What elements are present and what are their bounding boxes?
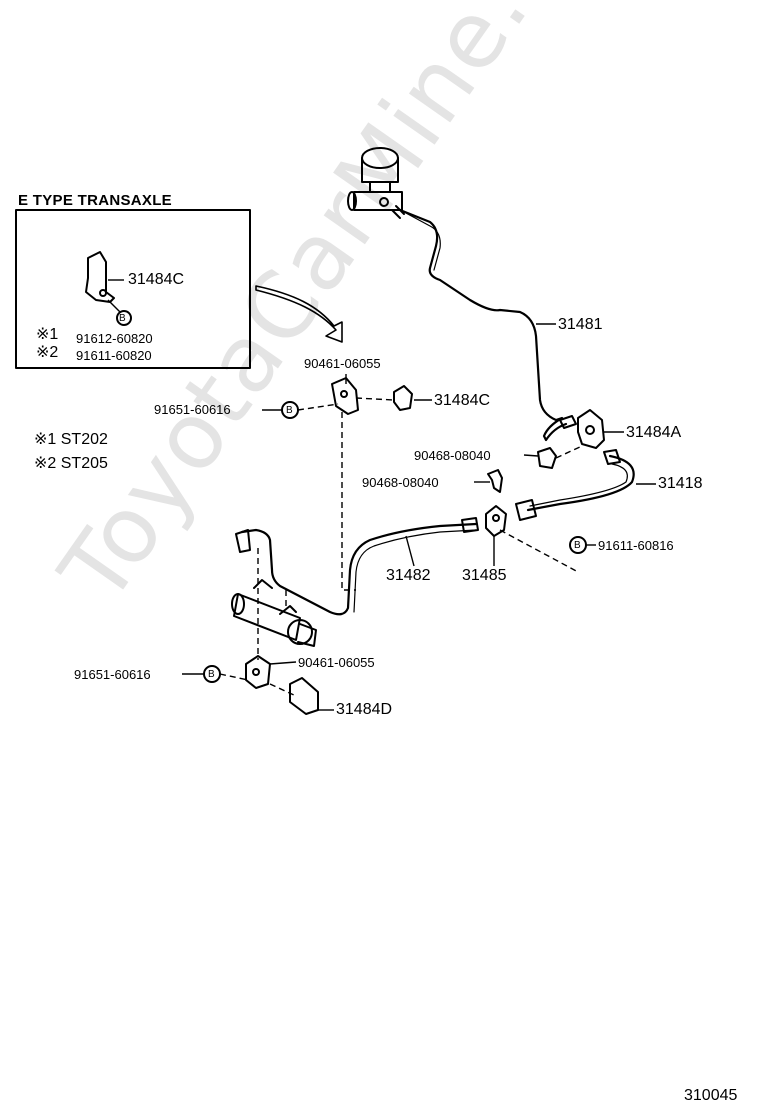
label-bolt-upper: 91651-60616 — [154, 402, 231, 417]
label-31481: 31481 — [558, 316, 603, 333]
legend-note1: ※1 ST202 — [34, 431, 108, 448]
label-clip-lower: 90461-06055 — [298, 655, 375, 670]
inset-note1-part: 91612-60820 — [76, 331, 153, 346]
dash-lower-bolt — [219, 673, 297, 697]
label-31484c: 31484C — [434, 392, 491, 409]
label-bolt-right: 91611-60816 — [598, 538, 674, 553]
fitting-31481-end — [559, 415, 577, 429]
tube-31482 — [240, 522, 478, 616]
inset-note1-mark: ※1 — [36, 326, 59, 343]
clip-90468-a — [537, 447, 557, 469]
legend-note2: ※2 ST205 — [34, 455, 108, 472]
label-clip-upper: 90461-06055 — [304, 356, 381, 371]
leader-clip-lower — [269, 661, 297, 665]
label-clip-b: 90468-08040 — [362, 475, 439, 490]
release-cylinder — [231, 579, 317, 647]
master-cylinder — [347, 147, 403, 211]
inset-bolt-symbol: B — [119, 313, 126, 324]
label-31484a: 31484A — [626, 424, 682, 441]
clip-90468-b — [487, 469, 503, 493]
hose-31418 — [526, 454, 635, 512]
label-31418: 31418 — [658, 475, 703, 492]
bracket-31485 — [485, 505, 507, 537]
leader-inset-bolt — [107, 299, 121, 313]
tube-31481 — [398, 208, 568, 442]
label-31482: 31482 — [386, 567, 431, 584]
fitting-upper — [391, 205, 405, 219]
clip-90461-lower — [245, 655, 271, 689]
leader-31482 — [405, 535, 415, 567]
leader-clip-a — [523, 454, 539, 457]
bolt-symbol-right: B — [574, 540, 581, 551]
fitting-left — [235, 529, 251, 553]
inset-frame — [15, 209, 251, 369]
label-clip-a: 90468-08040 — [414, 448, 491, 463]
dash-31485 — [499, 529, 579, 573]
inset-arrow — [255, 285, 343, 343]
bracket-31484d — [289, 677, 319, 715]
dash-clip-a — [555, 445, 583, 459]
hose-end-lower — [515, 499, 537, 521]
dash-upper-vertical — [341, 412, 356, 591]
inset-bracket — [85, 251, 115, 303]
inset-part-31484c: 31484C — [128, 271, 185, 288]
bracket-31484a — [577, 409, 605, 449]
label-31484d: 31484D — [336, 701, 393, 718]
inset-note2-part: 91611-60820 — [76, 348, 152, 363]
figure-number: 310045 — [684, 1087, 738, 1104]
bolt-symbol-upper: B — [286, 405, 293, 416]
inset-title: E TYPE TRANSAXLE — [18, 192, 172, 209]
dash-upper-bolt — [297, 397, 395, 411]
label-31485: 31485 — [462, 567, 507, 584]
bracket-31484c-main — [393, 385, 413, 411]
fitting-31482-end — [461, 517, 479, 533]
hose-end-upper — [603, 449, 621, 465]
label-bolt-lower: 91651-60616 — [74, 667, 151, 682]
bolt-icon-inset — [116, 310, 132, 326]
bolt-symbol-lower: B — [208, 669, 215, 680]
inset-note2-mark: ※2 — [36, 344, 59, 361]
